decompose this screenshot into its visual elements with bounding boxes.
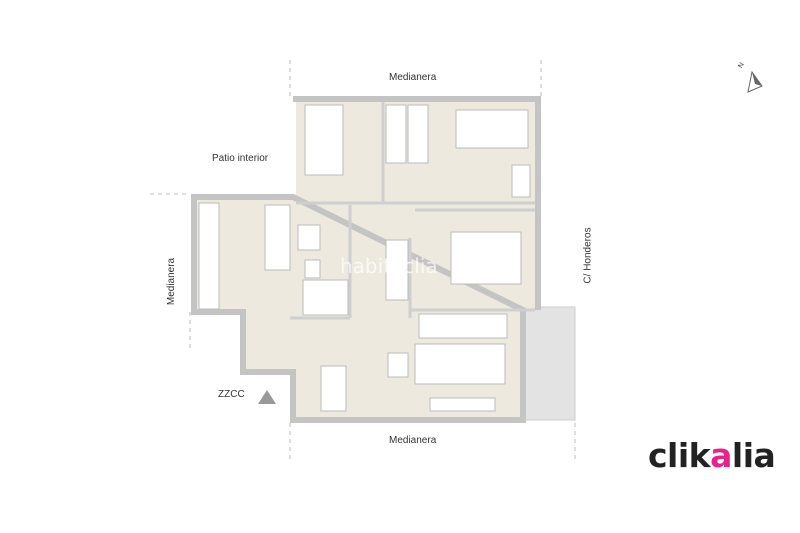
label-patio: Patio interior <box>212 153 269 164</box>
bed-2 <box>455 109 529 149</box>
clikalia-logo: clikalia <box>648 436 776 475</box>
bed-1 <box>304 104 344 176</box>
label-top-medianera: Medianera <box>389 72 437 83</box>
desk <box>511 164 531 198</box>
label-street: C/ Honderos <box>582 227 594 284</box>
terrace <box>519 306 576 421</box>
closet-1 <box>385 104 407 164</box>
kitchen-counter-2 <box>264 204 291 271</box>
bed-3 <box>450 231 522 285</box>
bathtub <box>302 279 349 316</box>
dining-table <box>320 365 347 412</box>
zzcc-marker-icon <box>258 390 276 404</box>
label-bottom-medianera: Medianera <box>389 435 437 446</box>
north-arrow-icon <box>747 70 763 93</box>
sofa <box>418 313 508 339</box>
tv-unit <box>429 397 496 412</box>
armchair <box>387 352 409 378</box>
toilet <box>304 259 321 279</box>
interior-walls <box>290 102 535 320</box>
closet-2 <box>407 104 429 164</box>
bathroom-sink <box>297 224 321 251</box>
label-zzcc: ZZCC <box>218 389 245 400</box>
closet-3 <box>385 239 409 301</box>
guide-lines <box>150 60 576 460</box>
watermark: habitaclia <box>340 254 438 278</box>
outer-walls <box>191 96 541 423</box>
coffee-table <box>414 343 506 385</box>
label-left-medianera: Medianera <box>166 257 178 306</box>
kitchen-counter <box>198 202 220 310</box>
